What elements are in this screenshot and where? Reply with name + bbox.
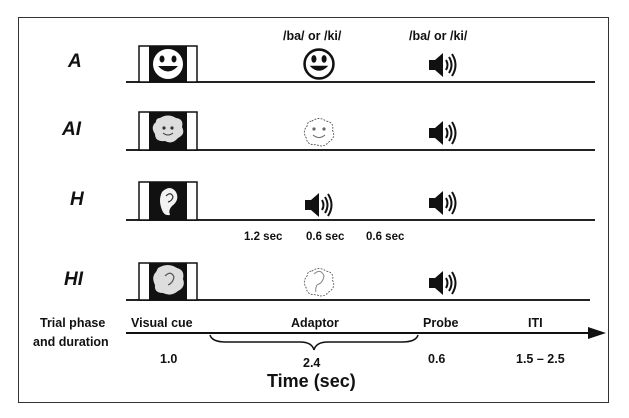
ear-icon bbox=[160, 188, 178, 216]
condition-label-a: A bbox=[67, 51, 82, 72]
smiley-face-icon bbox=[303, 48, 335, 80]
condition-label-ai: AI bbox=[61, 119, 82, 140]
speaker-icon bbox=[427, 189, 457, 217]
phase-label-visual-cue: Visual cue bbox=[131, 316, 193, 330]
speaker-icon bbox=[427, 269, 457, 297]
figure-frame bbox=[18, 17, 609, 403]
adaptor-stimulus-label: /ba/ or /ki/ bbox=[283, 29, 342, 43]
duration-iti: 1.5 – 2.5 bbox=[516, 352, 565, 366]
speaker-icon bbox=[427, 51, 457, 79]
visual-cue-face bbox=[138, 45, 198, 83]
visual-cue-blurred-face bbox=[138, 111, 198, 151]
duration-label-gap: 0.6 sec bbox=[366, 231, 405, 243]
duration-probe: 0.6 bbox=[428, 352, 445, 366]
blurred-ear-icon bbox=[153, 265, 184, 295]
duration-label-adaptor: 0.6 sec bbox=[306, 231, 345, 243]
phase-label-adaptor: Adaptor bbox=[291, 316, 339, 330]
trial-phase-label: Trial phase bbox=[40, 316, 105, 330]
phase-label-probe: Probe bbox=[423, 316, 458, 330]
faint-blurred-ear-icon bbox=[303, 268, 335, 297]
visual-cue-ear bbox=[138, 181, 198, 221]
condition-label-hi: HI bbox=[64, 269, 84, 290]
duration-row-label: and duration bbox=[33, 335, 109, 349]
faint-blurred-face-icon bbox=[303, 118, 335, 147]
duration-adaptor: 2.4 bbox=[303, 356, 320, 370]
smiley-face-icon bbox=[153, 49, 183, 79]
speaker-icon bbox=[427, 119, 457, 147]
axis-title: Time (sec) bbox=[267, 371, 356, 391]
visual-cue-blurred-ear bbox=[138, 262, 198, 301]
duration-visual-cue: 1.0 bbox=[160, 352, 177, 366]
condition-label-h: H bbox=[70, 189, 85, 210]
phase-label-iti: ITI bbox=[528, 316, 543, 330]
probe-stimulus-label: /ba/ or /ki/ bbox=[409, 29, 468, 43]
axis-arrow-icon bbox=[588, 327, 606, 339]
adaptor-brace bbox=[209, 334, 419, 351]
duration-label-cue: 1.2 sec bbox=[244, 231, 283, 243]
speaker-icon bbox=[303, 191, 333, 219]
blurred-face-icon bbox=[152, 115, 184, 143]
